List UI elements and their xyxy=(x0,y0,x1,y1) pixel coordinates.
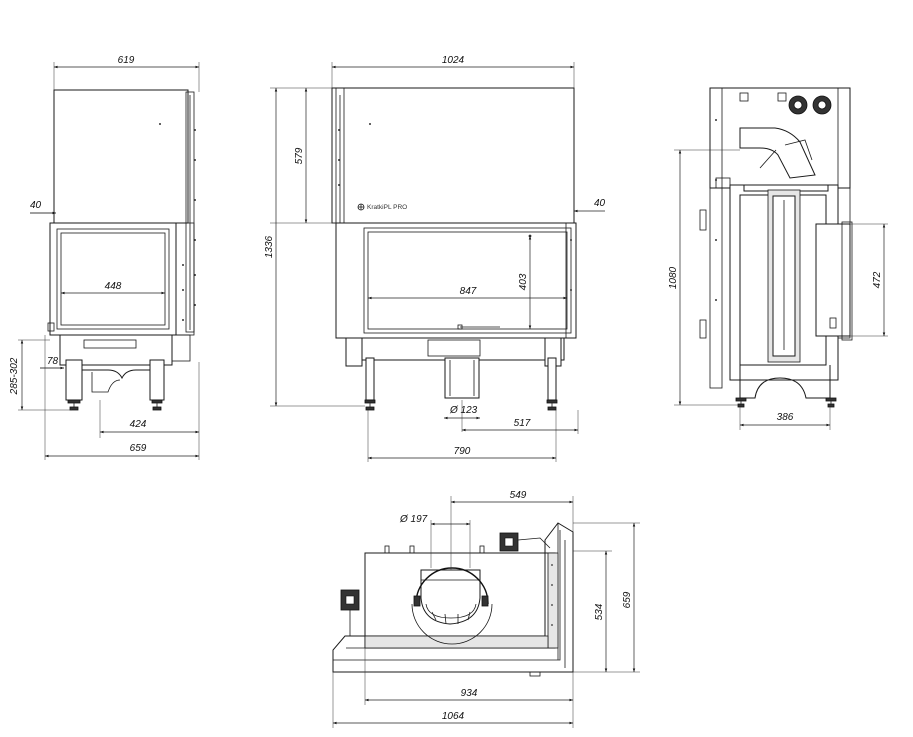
top-view: Ø 197 549 534 659 934 1064 xyxy=(332,490,640,728)
dim-front-40: 40 xyxy=(594,198,606,209)
dim-top-934: 934 xyxy=(461,688,478,699)
dim-front-d123: Ø 123 xyxy=(449,405,478,416)
dim-top-534: 534 xyxy=(594,603,605,620)
front-view: KratkiPL PRO xyxy=(264,55,606,462)
dim-rear-386: 386 xyxy=(777,412,794,423)
dim-top-659: 659 xyxy=(622,591,633,608)
dim-front-403: 403 xyxy=(518,273,529,290)
dim-side-40: 40 xyxy=(30,200,42,211)
dim-side-285-302: 285-302 xyxy=(9,357,20,395)
dim-front-790: 790 xyxy=(454,446,471,457)
dim-front-1024: 1024 xyxy=(442,55,465,66)
dim-front-1336: 1336 xyxy=(264,235,275,258)
rear-view: 1080 472 386 xyxy=(668,87,888,430)
dim-side-659: 659 xyxy=(130,443,147,454)
dim-side-448: 448 xyxy=(105,281,122,292)
dim-rear-1080: 1080 xyxy=(668,266,679,289)
dim-front-517: 517 xyxy=(514,418,531,429)
dim-rear-472: 472 xyxy=(872,271,883,288)
dim-top-d197: Ø 197 xyxy=(399,514,428,525)
dim-front-847: 847 xyxy=(460,286,477,297)
dim-side-424: 424 xyxy=(130,419,147,430)
dim-side-619: 619 xyxy=(118,55,135,66)
brand-logo: KratkiPL PRO xyxy=(357,203,407,211)
dim-front-579: 579 xyxy=(294,147,305,164)
dim-top-549: 549 xyxy=(510,490,527,501)
side-view: 619 40 448 78 285-302 424 659 xyxy=(9,55,200,460)
dim-top-1064: 1064 xyxy=(442,711,465,722)
dim-side-78: 78 xyxy=(47,356,59,367)
brand-label: KratkiPL PRO xyxy=(367,204,407,211)
